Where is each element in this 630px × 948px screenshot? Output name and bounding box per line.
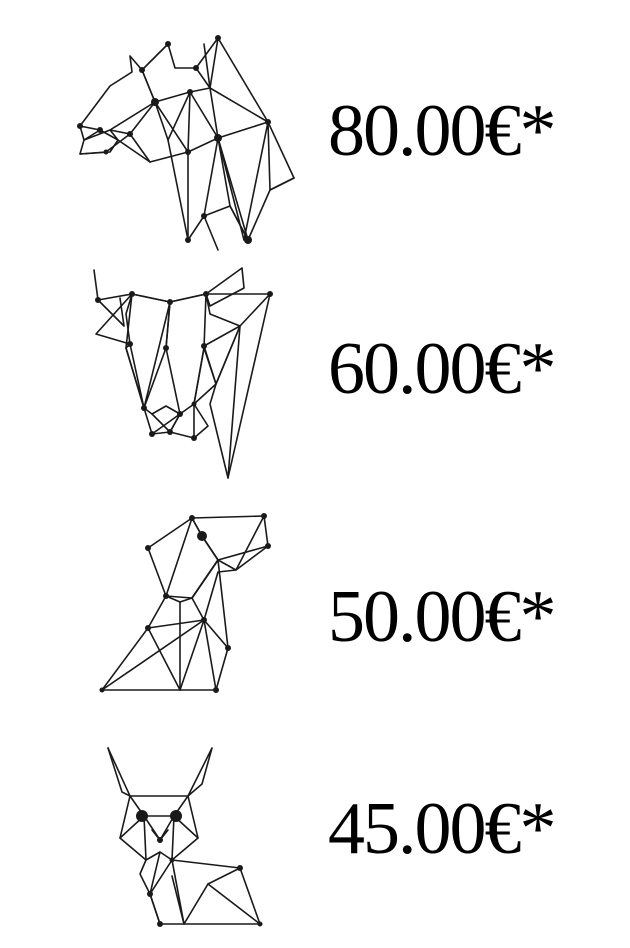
price-row-bull: 60.00€* [0, 264, 630, 484]
price-row-dog: 50.00€* [0, 510, 630, 700]
bull-head-icon [90, 264, 290, 479]
price-label: 60.00€* [328, 328, 556, 410]
price-label: 50.00€* [328, 576, 556, 658]
fox-icon [100, 744, 270, 934]
dog-icon [96, 510, 276, 700]
price-label: 45.00€* [328, 788, 556, 870]
price-row-horse: 80.00€* [0, 30, 630, 251]
price-row-fox: 45.00€* [0, 744, 630, 934]
horse-head-icon [70, 30, 300, 251]
price-label: 80.00€* [328, 90, 556, 172]
